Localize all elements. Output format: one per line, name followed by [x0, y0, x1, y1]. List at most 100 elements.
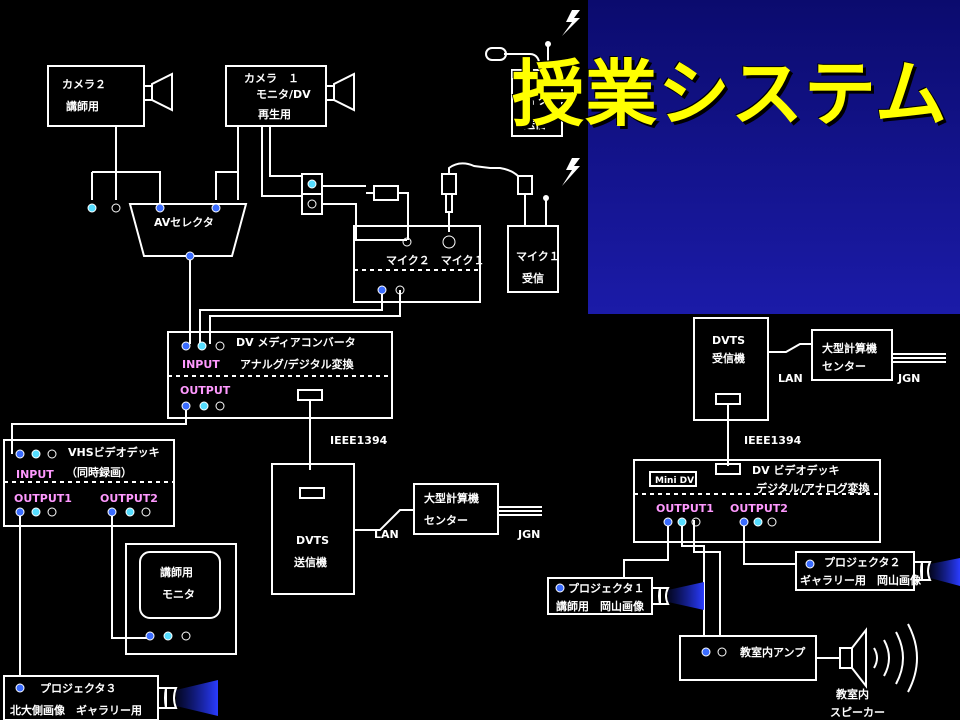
port	[739, 517, 749, 527]
label-vhs-out2: OUTPUT2	[100, 492, 158, 505]
port	[402, 237, 412, 247]
label-dvts-send: DVTS	[296, 534, 329, 547]
port	[215, 401, 225, 411]
label-minidv: Mini DV	[655, 476, 694, 486]
port	[15, 507, 25, 517]
port	[805, 559, 815, 569]
projector1-box	[547, 577, 653, 615]
label-projector2-sub: ギャラリー用 岡山画像	[800, 573, 922, 587]
label-vhs-sub: （同時録画）	[66, 465, 132, 479]
label-projector2: プロジェクタ２	[824, 555, 901, 569]
cable-connector	[373, 185, 399, 201]
port	[677, 517, 687, 527]
label-vhs-out1: OUTPUT1	[14, 492, 72, 505]
lightning-icon-mid	[562, 158, 580, 186]
port	[15, 449, 25, 459]
label-vhs-title: VHSビデオデッキ	[68, 445, 160, 459]
label-camera1: カメラ １	[244, 72, 299, 85]
port	[197, 341, 207, 351]
label-monitor-sub: モニタ	[162, 588, 195, 601]
label-projector1-sub: 講師用 岡山画像	[556, 599, 645, 613]
title-panel	[588, 0, 960, 314]
speaker-icon	[839, 627, 867, 689]
port	[395, 285, 405, 295]
page-title: 授業システム	[512, 52, 948, 136]
port	[31, 449, 41, 459]
label-dvts-recv-sub: 受信機	[712, 351, 745, 365]
mic-unit-box	[353, 225, 481, 303]
projector3-box	[3, 675, 159, 720]
dvts-send-port	[299, 487, 325, 499]
mic1-receiver-connector	[517, 175, 533, 226]
port	[377, 285, 387, 295]
camera1-lens-icon	[326, 72, 355, 112]
port	[717, 647, 727, 657]
dvts-send-box	[271, 463, 355, 595]
port	[307, 179, 317, 189]
projector3-beam	[176, 680, 218, 716]
label-dvts-recv: DVTS	[712, 334, 745, 347]
lightning-icon-top	[562, 10, 580, 36]
dvts-recv-box	[693, 317, 769, 421]
label-mic2-tx-sub: 送信	[523, 117, 546, 131]
label-jgn-left: JGN	[517, 528, 540, 541]
label-projector3: プロジェクタ３	[40, 681, 117, 695]
port	[181, 631, 191, 641]
label-ieee-right: IEEE1394	[744, 434, 802, 447]
port	[691, 517, 701, 527]
label-deck-out2: OUTPUT2	[730, 502, 788, 515]
camera2-box	[47, 65, 145, 127]
label-monitor: 講師用	[160, 565, 193, 579]
port	[181, 401, 191, 411]
port	[111, 203, 121, 213]
label-mic1-rx-sub: 受信	[522, 271, 544, 285]
label-dvts-send-sub: 送信機	[293, 555, 327, 569]
port	[125, 507, 135, 517]
label-vhs-input: INPUT	[16, 468, 54, 481]
port	[181, 341, 191, 351]
label-converter-output: OUTPUT	[180, 384, 231, 397]
label-camera2: カメラ２	[62, 78, 106, 91]
port	[307, 199, 317, 209]
port	[767, 517, 777, 527]
dv-deck-box	[633, 459, 881, 543]
monitor-screen	[139, 551, 221, 619]
dvts-recv-port	[715, 393, 741, 405]
port	[199, 401, 209, 411]
label-converter-title: DV メディアコンバータ	[236, 335, 356, 349]
port	[15, 683, 25, 693]
port	[701, 647, 711, 657]
projector1-beam	[668, 582, 704, 610]
converter-1394-port	[297, 389, 323, 401]
label-converter-sub: アナルグ/デジタル変換	[240, 357, 355, 371]
port	[31, 507, 41, 517]
port	[145, 631, 155, 641]
port	[753, 517, 763, 527]
label-lan-right: LAN	[778, 372, 803, 385]
label-mic1-rx: マイク１	[516, 250, 560, 263]
port	[47, 449, 57, 459]
port	[555, 583, 565, 593]
center-left-box	[413, 483, 499, 535]
label-mic-unit: マイク２ マイク１	[386, 254, 485, 267]
projector2-beam	[930, 558, 960, 586]
port	[663, 517, 673, 527]
label-center-left: 大型計算機	[424, 491, 479, 505]
label-converter-input: INPUT	[182, 358, 220, 371]
label-speaker: 教室内	[835, 687, 869, 701]
label-av-selector: AVセレクタ	[154, 216, 214, 229]
label-speaker-sub: スピーカー	[830, 706, 885, 719]
deck-1394-port	[715, 463, 741, 475]
label-deck-sub: デジタル/アナログ変換	[756, 481, 871, 495]
label-camera1-sub2: 再生用	[258, 107, 291, 121]
label-center-right-sub: センター	[822, 360, 866, 373]
label-camera1-sub1: モニタ/DV	[256, 88, 311, 101]
port	[163, 631, 173, 641]
port	[87, 203, 97, 213]
port	[141, 507, 151, 517]
mic1-receiver-box	[507, 225, 559, 293]
mic2-box	[511, 69, 563, 137]
av-selector-shape	[128, 203, 248, 257]
label-amp: 教室内アンプ	[739, 645, 806, 659]
